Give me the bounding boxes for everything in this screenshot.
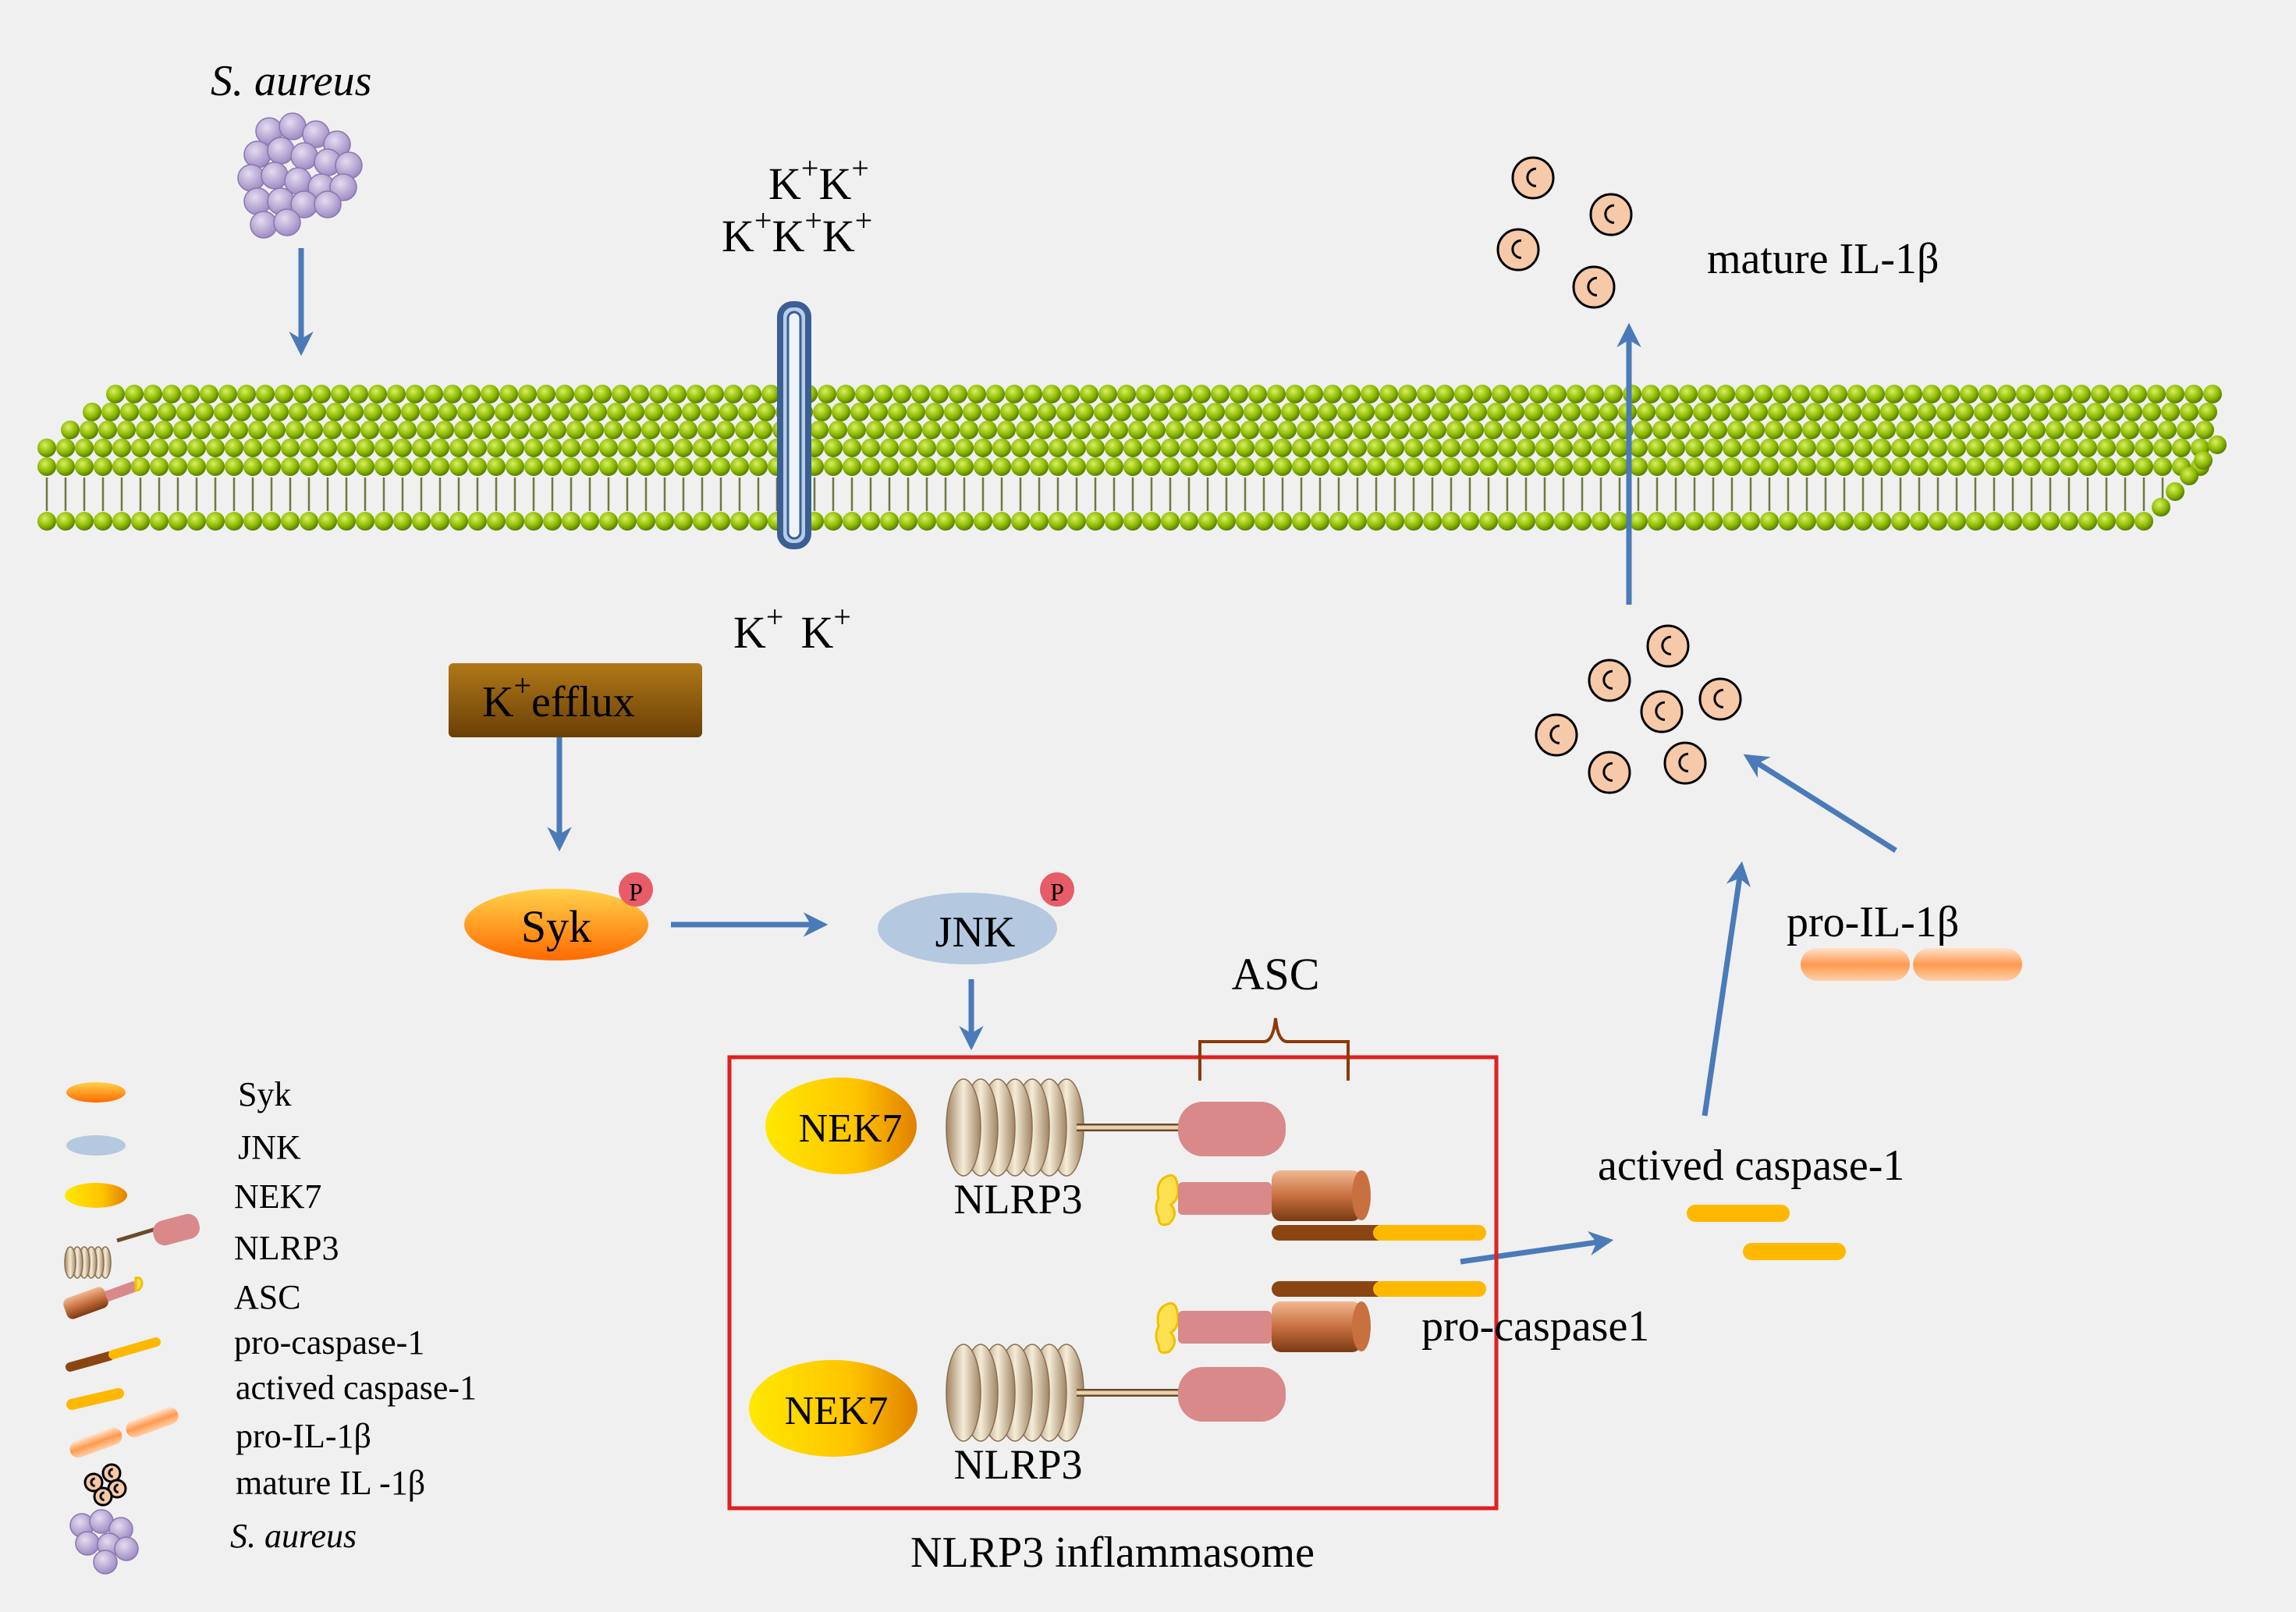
arrow-pro-il1b-to-il1b xyxy=(1743,754,1897,853)
actived-caspase-label: actived caspase-1 xyxy=(1598,1142,1904,1190)
inflammasome-label: NLRP3 inflammasome xyxy=(910,1529,1315,1577)
potassium-ions-intracellular: K+K+ xyxy=(733,599,851,658)
legend-label: ASC xyxy=(234,1278,301,1316)
legend-label: Syk xyxy=(238,1075,291,1113)
svg-text:Syk: Syk xyxy=(521,901,591,952)
legend-label: S. aureus xyxy=(230,1517,357,1555)
legend-icon-jnk xyxy=(66,1135,126,1156)
nek7-icon xyxy=(749,1360,917,1457)
pro-il1b-label: pro-IL-1β xyxy=(1787,898,1959,946)
legend-icon-nlrp3 xyxy=(64,1213,200,1279)
svg-text:NLRP3: NLRP3 xyxy=(953,1176,1082,1223)
s-aureus-label: S. aureus xyxy=(211,57,371,105)
procaspase-label: pro-caspase1 xyxy=(1421,1302,1649,1351)
potassium-ions-extracellular: K+K+ K+K+K+ xyxy=(722,151,872,261)
arrow-inflammasome-to-caspase xyxy=(1460,1230,1614,1265)
svg-text:ASC: ASC xyxy=(1232,949,1320,1000)
nlrp3-pyd-icon xyxy=(1178,1367,1286,1422)
svg-text:P: P xyxy=(629,878,643,906)
legend-icon-syk xyxy=(66,1082,126,1102)
legend-label: pro-caspase-1 xyxy=(234,1323,424,1362)
legend-icon-mature-il-1b xyxy=(83,1463,127,1507)
nlrp3-complex-upper: NEK7 NLRP3 xyxy=(765,1078,1286,1223)
nlrp3-complex-lower: NEK7 NLRP3 xyxy=(749,1344,1286,1488)
nlrp3-lrr-icon xyxy=(946,1078,1084,1177)
potassium-channel-icon xyxy=(777,301,811,549)
svg-text:JNK: JNK xyxy=(935,908,1016,957)
mature-il1b-label: mature IL-1β xyxy=(1707,235,1939,283)
legend-icon-pro-il-1b xyxy=(69,1407,179,1458)
legend-icon-actived-caspase-1 xyxy=(66,1388,124,1410)
svg-text:NLRP3: NLRP3 xyxy=(953,1441,1082,1488)
pathway-arrows xyxy=(289,248,1897,1265)
legend-label: pro-IL-1β xyxy=(236,1417,371,1455)
arrow-caspase-to-il1b xyxy=(1702,861,1751,1117)
asc-bracket: ASC xyxy=(1198,949,1350,1081)
asc-procaspase-lower xyxy=(1155,1281,1486,1355)
legend-icon-nek7 xyxy=(65,1183,127,1208)
legend-label: actived caspase-1 xyxy=(236,1369,477,1407)
nek7-icon xyxy=(765,1078,917,1174)
legend: Syk JNK NEK7 NLRP3 ASC pro-caspase-1 act… xyxy=(63,1075,477,1575)
svg-text:K+K+: K+K+ xyxy=(733,599,851,658)
legend-icon-s-aureus xyxy=(69,1509,139,1575)
cell-membrane xyxy=(37,385,2227,531)
legend-icon-asc xyxy=(63,1276,144,1319)
jnk-node: JNK P xyxy=(878,872,1074,964)
inflammasome-box xyxy=(727,1055,1499,1511)
svg-text:K+K+: K+K+ xyxy=(768,151,869,209)
legend-icon-pro-caspase-1 xyxy=(66,1337,161,1372)
asc-procaspase-upper xyxy=(1155,1170,1486,1241)
phospho-badge: P xyxy=(1040,872,1074,907)
mature-il-1b-cluster-icon xyxy=(1535,624,1742,794)
syk-node: Syk P xyxy=(464,872,653,960)
mature-il-1b-secreted-icon xyxy=(1496,156,1633,309)
legend-label: NEK7 xyxy=(234,1177,321,1216)
legend-label: mature IL -1β xyxy=(236,1464,425,1502)
svg-text:NEK7: NEK7 xyxy=(799,1106,903,1151)
s-aureus-icon xyxy=(237,112,363,239)
legend-label: NLRP3 xyxy=(234,1229,339,1267)
nlrp3-pyd-icon xyxy=(1178,1102,1286,1156)
k-efflux-box: K+efflux xyxy=(449,663,702,737)
nlrp3-lrr-icon xyxy=(946,1344,1084,1442)
svg-text:K+K+K+: K+K+K+ xyxy=(722,203,872,261)
svg-text:K+efflux: K+efflux xyxy=(482,668,635,726)
svg-text:P: P xyxy=(1050,878,1064,906)
legend-label: JNK xyxy=(238,1128,301,1166)
actived-caspase-1-icon xyxy=(1687,1205,1846,1260)
pro-il-1b-icon xyxy=(1801,948,2022,981)
phospho-badge: P xyxy=(619,872,653,907)
svg-text:NEK7: NEK7 xyxy=(785,1389,889,1433)
